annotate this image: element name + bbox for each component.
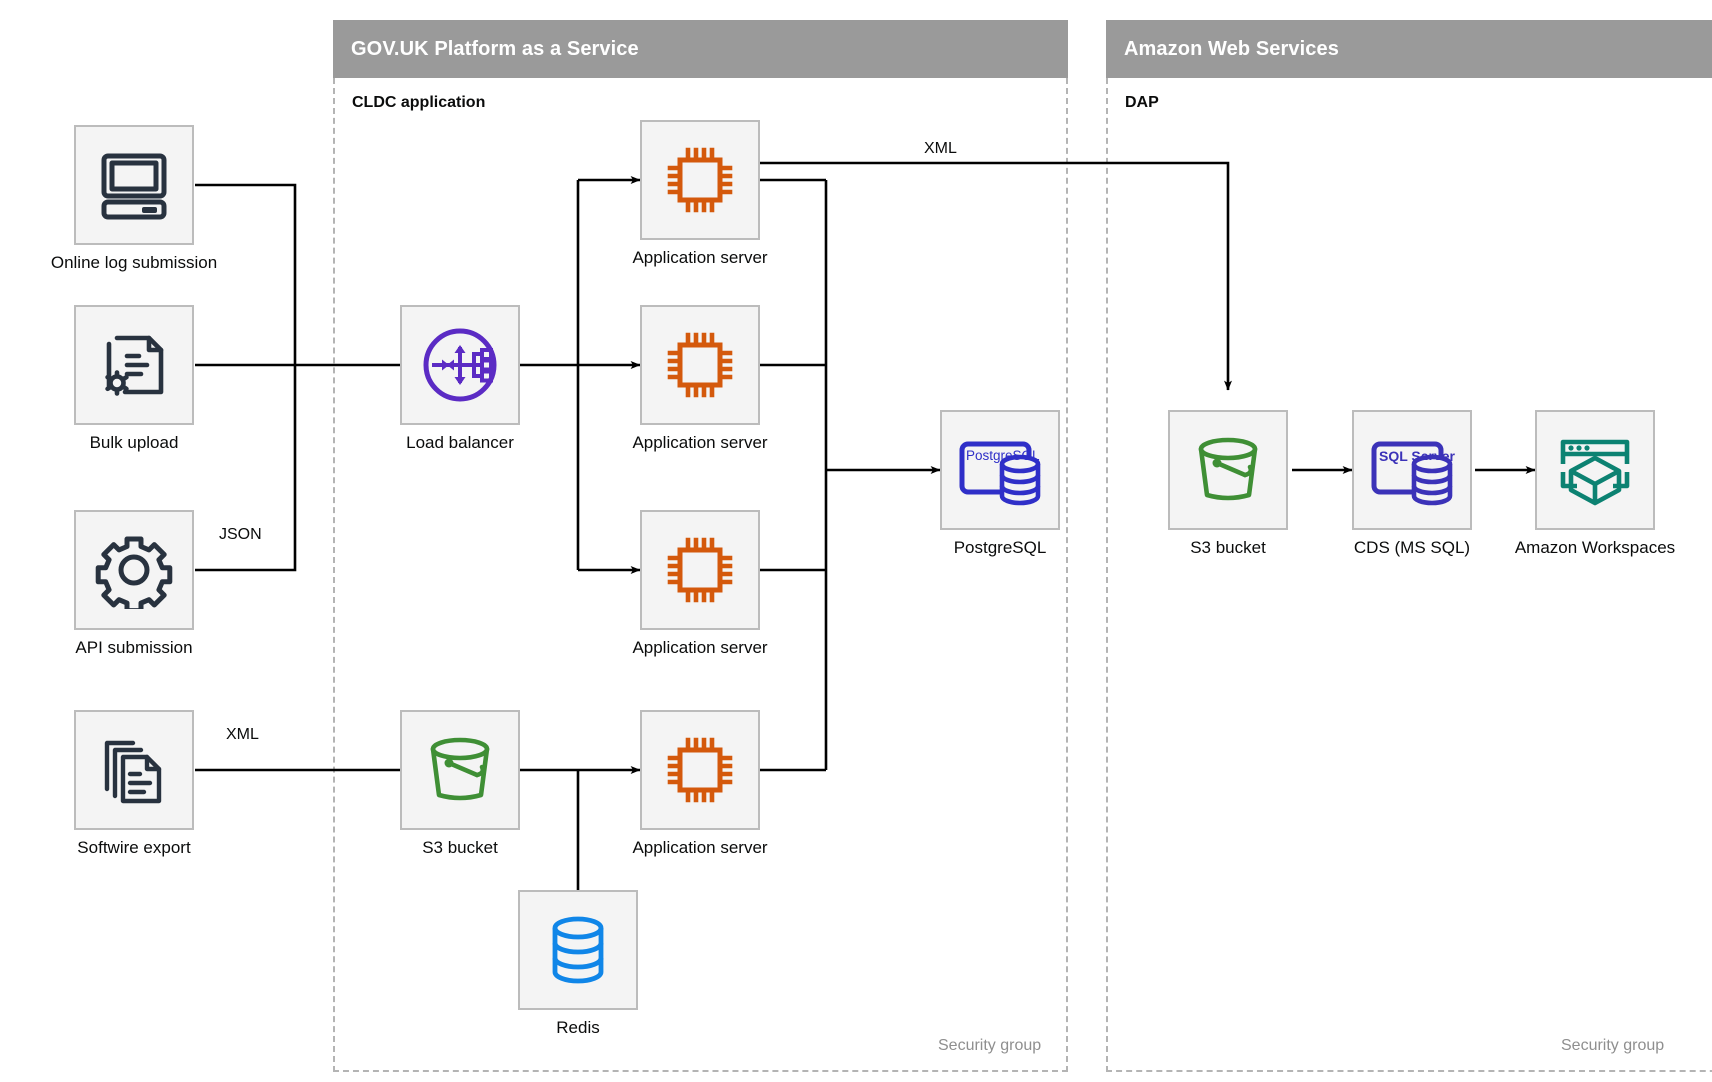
zone-title-paas: GOV.UK Platform as a Service bbox=[351, 37, 639, 60]
node-box bbox=[640, 305, 760, 425]
security-group-label-paas: Security group bbox=[938, 1037, 1042, 1054]
zone-subtitle-dap: DAP bbox=[1125, 94, 1159, 111]
cpu-chip-icon bbox=[667, 737, 733, 803]
sql-server-icon: SQL Server bbox=[1371, 441, 1456, 506]
node-s3-bucket-paas[interactable]: S3 bucket bbox=[400, 710, 520, 857]
node-label: S3 bucket bbox=[1190, 538, 1266, 557]
node-label: Bulk upload bbox=[89, 433, 179, 452]
security-group-label-aws: Security group bbox=[1561, 1037, 1665, 1054]
node-label: Application server bbox=[632, 638, 768, 657]
node-label: API submission bbox=[75, 638, 193, 657]
node-softwire-export[interactable]: Softwire export bbox=[74, 710, 194, 857]
node-label: Softwire export bbox=[77, 838, 191, 857]
node-label: Application server bbox=[632, 838, 768, 857]
node-label: PostgreSQL bbox=[953, 538, 1047, 557]
redis-database-icon bbox=[552, 916, 604, 984]
node-box bbox=[74, 305, 194, 425]
s3-bucket-icon bbox=[1198, 437, 1258, 501]
node-postgresql[interactable]: PostgreSQL PostgreSQL bbox=[940, 410, 1060, 557]
node-label: Application server bbox=[632, 433, 768, 452]
document-stack-icon bbox=[104, 740, 162, 804]
security-group-aws bbox=[1106, 78, 1712, 1072]
node-box bbox=[74, 710, 194, 830]
node-label: Application server bbox=[632, 248, 768, 267]
node-s3-bucket-aws[interactable]: S3 bucket bbox=[1168, 410, 1288, 557]
node-box bbox=[1168, 410, 1288, 530]
node-cds-ms-sql[interactable]: SQL Server CDS (MS SQL) bbox=[1352, 410, 1472, 557]
node-box bbox=[640, 120, 760, 240]
node-amazon-workspaces[interactable]: Amazon Workspaces bbox=[1515, 410, 1675, 557]
node-box: PostgreSQL bbox=[940, 410, 1060, 530]
s3-bucket-icon bbox=[430, 737, 490, 801]
zone-title-aws: Amazon Web Services bbox=[1124, 37, 1339, 60]
node-label: Load balancer bbox=[406, 433, 514, 452]
node-box bbox=[400, 305, 520, 425]
zone-subtitle-cldc: CLDC application bbox=[352, 94, 486, 111]
node-api-submission[interactable]: API submission bbox=[74, 510, 194, 657]
node-box bbox=[1535, 410, 1655, 530]
node-box: SQL Server bbox=[1352, 410, 1472, 530]
node-app-server-1[interactable]: Application server bbox=[632, 120, 768, 267]
edge-label-xml-dap: XML bbox=[920, 140, 961, 158]
node-label: S3 bucket bbox=[422, 838, 498, 857]
node-app-server-3[interactable]: Application server bbox=[632, 510, 768, 657]
node-label: Redis bbox=[556, 1018, 600, 1037]
desktop-computer-icon bbox=[101, 153, 167, 220]
node-app-server-2[interactable]: Application server bbox=[632, 305, 768, 452]
gear-icon bbox=[95, 536, 173, 609]
security-group-paas bbox=[333, 78, 1068, 1072]
node-box bbox=[74, 125, 194, 245]
postgresql-icon: PostgreSQL bbox=[959, 441, 1041, 506]
node-box bbox=[400, 710, 520, 830]
load-balancer-icon bbox=[423, 328, 497, 402]
node-label: CDS (MS SQL) bbox=[1353, 538, 1471, 557]
node-box bbox=[640, 510, 760, 630]
cpu-chip-icon bbox=[667, 147, 733, 213]
node-load-balancer[interactable]: Load balancer bbox=[400, 305, 520, 452]
node-online-log-submission[interactable]: Online log submission bbox=[51, 125, 217, 272]
zone-header-aws: Amazon Web Services bbox=[1106, 20, 1712, 78]
document-gear-icon bbox=[105, 335, 164, 396]
cpu-chip-icon bbox=[667, 537, 733, 603]
node-label: Amazon Workspaces bbox=[1514, 538, 1676, 557]
node-label: Online log submission bbox=[50, 253, 218, 272]
zone-header-paas: GOV.UK Platform as a Service bbox=[333, 20, 1068, 78]
node-redis[interactable]: Redis bbox=[518, 890, 638, 1037]
amazon-workspaces-icon bbox=[1560, 439, 1630, 506]
node-box bbox=[74, 510, 194, 630]
edge-label-json: JSON bbox=[215, 526, 266, 544]
node-box bbox=[640, 710, 760, 830]
node-app-server-4[interactable]: Application server bbox=[632, 710, 768, 857]
node-box bbox=[518, 890, 638, 1010]
edge-label-xml-softwire: XML bbox=[222, 726, 263, 744]
node-bulk-upload[interactable]: Bulk upload bbox=[74, 305, 194, 452]
cpu-chip-icon bbox=[667, 332, 733, 398]
